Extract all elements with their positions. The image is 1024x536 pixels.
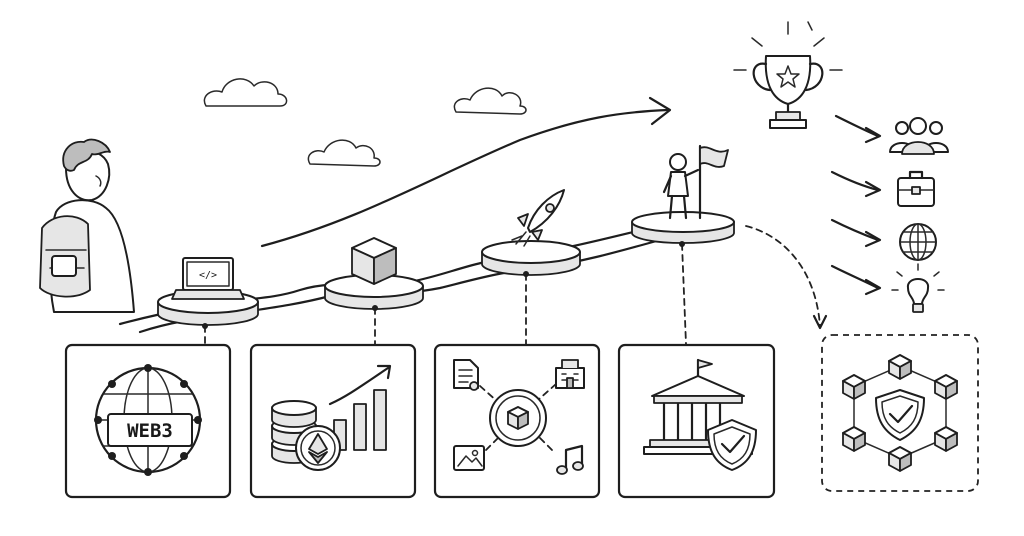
platform-4: [631, 211, 735, 244]
globe-icon: [899, 223, 937, 261]
nft-token-icon: [489, 389, 547, 447]
briefcase-icon: [897, 170, 935, 207]
people-icon: [889, 117, 949, 155]
cube-icon: [351, 237, 397, 285]
network-shield-icon: [875, 389, 925, 441]
panel-tokens: [249, 343, 417, 499]
panel-nft: [433, 343, 601, 499]
cloud-right: [453, 87, 527, 115]
growth-arrow: [260, 96, 672, 248]
laptop-code-label: </>: [199, 270, 217, 281]
panel-governance: [617, 343, 776, 499]
flag-icon: [699, 146, 729, 168]
document-icon: [453, 359, 479, 391]
lightbulb-icon: [891, 263, 945, 313]
bar-chart-icon: [328, 364, 392, 451]
platform-3: [481, 240, 581, 276]
laptop-icon: </>: [171, 257, 245, 300]
network-cube-icon: [842, 354, 958, 472]
rocket-icon: [511, 189, 565, 247]
building-icon: [555, 359, 585, 389]
bank-icon: [643, 358, 753, 455]
cloud-left: [203, 78, 288, 107]
ethereum-coin-icon: [295, 425, 341, 471]
outcome-arrows: [830, 114, 882, 296]
music-note-icon: [556, 444, 584, 475]
flag-person-icon: [662, 144, 729, 220]
hiker-figure: [39, 138, 135, 313]
shield-check-icon: [707, 419, 757, 471]
image-icon: [453, 445, 485, 471]
connectors: [202, 225, 828, 345]
panel-network: [821, 334, 979, 492]
cloud-middle: [307, 139, 381, 167]
panel-web3: WEB3: [64, 343, 232, 499]
trophy-icon: [733, 21, 843, 129]
web3-label: WEB3: [127, 420, 173, 442]
